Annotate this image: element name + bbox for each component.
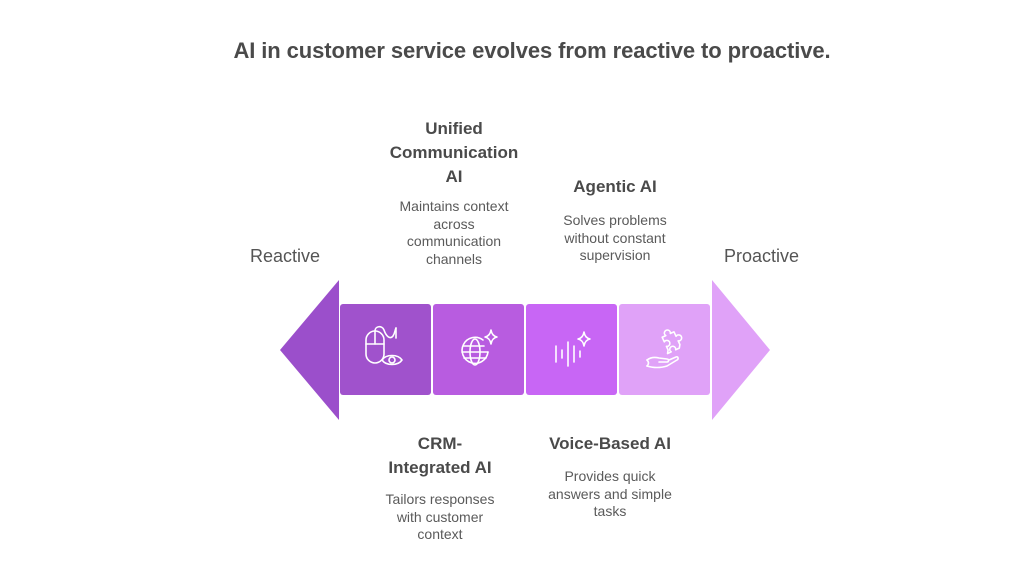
title-line: Integrated AI	[388, 458, 492, 477]
stage-title-unified-communication-ai: Unified Communication AI	[374, 117, 534, 189]
left-arrow-head	[280, 280, 339, 420]
desc-line: Provides quick	[564, 468, 656, 484]
desc-line: Tailors responses	[385, 491, 495, 507]
title-line: CRM-	[417, 434, 463, 453]
title-line: Voice-Based AI	[549, 434, 671, 453]
stage-title-agentic-ai: Agentic AI	[530, 175, 700, 199]
desc-line: context	[417, 526, 463, 542]
stage-desc-voice-based-ai: Provides quick answers and simple tasks	[520, 468, 700, 521]
desc-line: communication	[406, 233, 502, 249]
title-line: AI	[445, 167, 463, 186]
title-line: Unified	[425, 119, 483, 138]
title-line: Agentic AI	[573, 177, 657, 196]
stage-desc-crm-integrated-ai: Tailors responses with customer context	[355, 491, 525, 544]
stage-block-agentic-ai	[619, 304, 710, 395]
desc-line: without constant	[564, 229, 666, 246]
stage-desc-agentic-ai: Solves problems without constant supervi…	[530, 212, 700, 265]
title-line: Communication	[389, 143, 519, 162]
desc-line: supervision	[579, 247, 651, 263]
hand-puzzle-icon	[645, 328, 682, 368]
soundwave-sparkle-icon	[554, 330, 591, 367]
mouse-eye-icon	[364, 325, 403, 365]
stage-title-crm-integrated-ai: CRM- Integrated AI	[355, 432, 525, 480]
stage-block-unified-communication-ai	[433, 304, 524, 395]
desc-line: with customer	[396, 508, 484, 525]
desc-line: tasks	[593, 503, 627, 519]
reactive-label: Reactive	[250, 246, 321, 266]
stage-block-voice-based-ai	[526, 304, 617, 395]
globe-sparkle-icon	[460, 328, 498, 366]
proactive-label: Proactive	[724, 246, 800, 266]
stage-desc-unified-communication-ai: Maintains context across communication c…	[374, 198, 534, 268]
desc-line: answers and simple	[548, 485, 672, 502]
right-arrow-head	[712, 280, 770, 420]
stage-block-crm-integrated-ai	[340, 304, 431, 395]
desc-line: across	[433, 215, 475, 232]
stage-title-voice-based-ai: Voice-Based AI	[520, 432, 700, 456]
desc-line: Maintains context	[399, 198, 509, 214]
desc-line: Solves problems	[563, 212, 667, 228]
diagram-title: AI in customer service evolves from reac…	[233, 38, 831, 63]
desc-line: channels	[425, 250, 483, 267]
